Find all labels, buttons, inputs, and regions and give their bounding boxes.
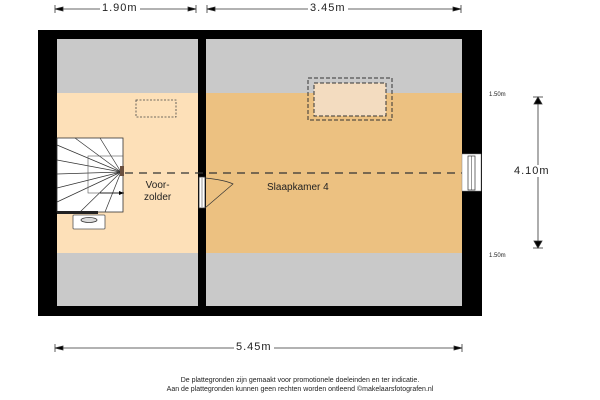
height-label-top: 1.50m [489,92,506,98]
dim-label-top-right: 3.45m [308,2,348,14]
staircase [56,137,124,214]
dim-label-top-left: 1.90m [100,2,140,14]
skylight-left [135,99,177,118]
room-label-voorzolder-line2: zolder [144,192,172,203]
room-label-voorzolder: Voor- zolder [144,180,172,204]
footer-disclaimer-line2: Aan de plattegronden kunnen geen rechten… [166,386,434,393]
door [198,176,234,209]
room-label-voorzolder-line1: Voor- [145,180,170,191]
dim-label-bottom: 5.45m [234,341,274,353]
washbasin [72,214,106,230]
skylight-right-inner [313,82,387,117]
skylight-right [307,77,393,121]
room-label-slaapkamer: Slaapkamer 4 [267,182,329,193]
height-label-bottom: 1.50m [489,253,506,259]
footer-disclaimer-line1: De plattegronden zijn gemaakt voor promo… [180,377,420,384]
dim-label-right: 4.10m [512,165,552,177]
window [461,153,482,192]
